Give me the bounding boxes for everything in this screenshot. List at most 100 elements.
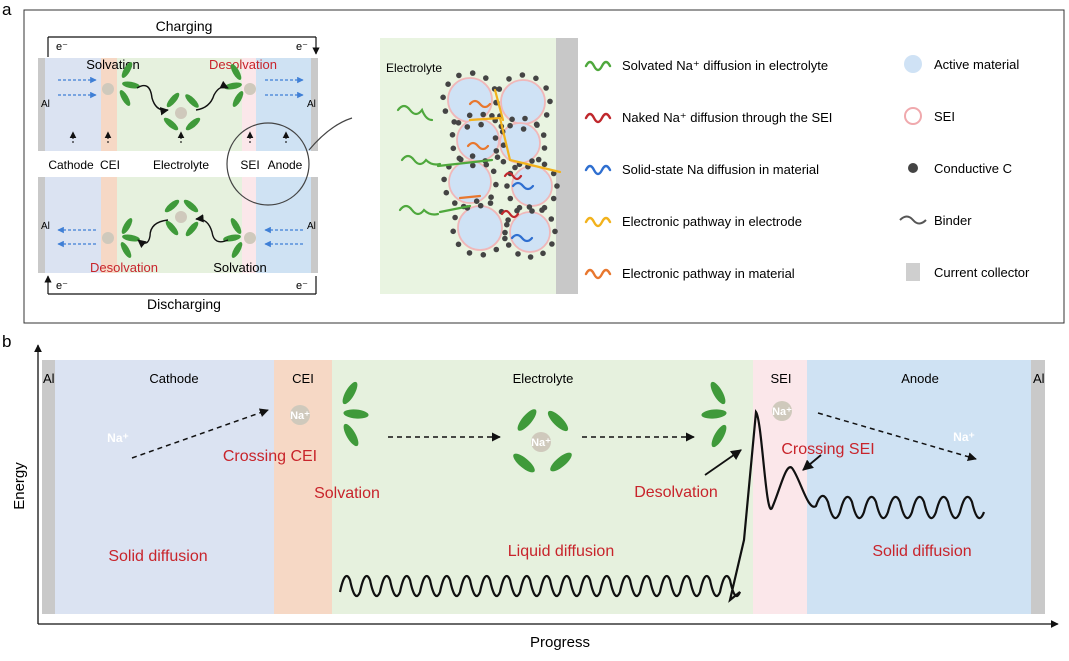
carbon-dot <box>451 119 458 125</box>
carbon-dot <box>550 195 557 202</box>
carbon-dot <box>505 217 511 223</box>
solvation-label: Solvation <box>314 485 380 502</box>
carbon-dot <box>512 164 518 171</box>
carbon-dot <box>455 241 462 248</box>
legend-item: Electronic pathway in material <box>584 266 795 281</box>
region-label-cei: CEI <box>292 371 314 386</box>
carbon-dot <box>489 113 495 119</box>
legend-label: Electronic pathway in electrode <box>622 214 802 229</box>
legend-item: Solvated Na⁺ diffusion in electrolyte <box>584 58 828 73</box>
carbon-dot <box>469 70 476 76</box>
anode-label-a: Anode <box>268 158 303 172</box>
carbon-dot <box>493 246 500 253</box>
zoom-electrolyte-label: Electrolyte <box>386 61 442 75</box>
zoom-circle <box>226 122 310 206</box>
carbon-dot <box>543 112 550 118</box>
crossing-cei-label: Crossing CEI <box>223 448 317 465</box>
desolvation-bottom: Desolvation <box>90 260 158 275</box>
carbon-dot <box>440 94 446 101</box>
region-al-right <box>1031 360 1045 614</box>
region-electrolyte <box>332 360 753 614</box>
carbon-dot <box>526 204 533 210</box>
carbon-dot <box>442 108 449 114</box>
carbon-dot <box>502 235 508 242</box>
carbon-dot <box>549 241 555 247</box>
legend-label: Solvated Na⁺ diffusion in electrolyte <box>622 58 828 73</box>
legend-label: Current collector <box>934 265 1030 280</box>
electron-label-tr: e⁻ <box>296 41 308 53</box>
carbon-dot <box>487 200 494 206</box>
carbon-dot <box>504 183 510 189</box>
carbon-dot <box>464 124 471 130</box>
carbon-dot <box>514 207 520 214</box>
carbon-dot <box>493 181 499 188</box>
electrolyte-label-a: Electrolyte <box>153 158 209 172</box>
carbon-dot <box>496 86 503 92</box>
electron-label-br: e⁻ <box>296 280 308 292</box>
carbon-dot <box>548 216 555 222</box>
carbon-dot <box>539 207 545 213</box>
energy-diagram: Energy Progress Al Cathode CEI Electroly… <box>11 344 1059 651</box>
carbon-dot <box>456 155 463 162</box>
region-anode <box>807 360 1031 614</box>
cell-schematic: Charging e⁻ e⁻ Al Al Solvation Desolvati… <box>38 18 353 312</box>
legend-item: Binder <box>899 213 972 228</box>
carbon-dot <box>470 162 476 169</box>
electrode-zoom: Electrolyte <box>380 38 578 294</box>
region-label-anode: Anode <box>901 371 939 386</box>
legend-symbol <box>904 55 922 73</box>
carbon-dot <box>480 252 487 258</box>
legend-swatch <box>584 164 612 176</box>
solid-diffusion-left: Solid diffusion <box>108 548 207 565</box>
carbon-dot <box>509 116 515 123</box>
legend-label: Solid-state Na diffusion in material <box>622 162 819 177</box>
legend-swatch <box>584 216 612 228</box>
region-label-al-right: Al <box>1033 371 1045 386</box>
na-electrolyte: Na⁺ <box>531 437 551 449</box>
carbon-dot <box>541 145 548 151</box>
legend-item: Solid-state Na diffusion in material <box>584 162 819 177</box>
carbon-dot <box>478 121 484 128</box>
legend-label: Electronic pathway in material <box>622 266 795 281</box>
panel-a-frame <box>23 9 1065 324</box>
al-bottom-left: Al <box>41 221 50 232</box>
carbon-dot <box>455 120 462 126</box>
carbon-dot <box>506 76 512 82</box>
carbon-dot <box>466 112 473 119</box>
carbon-dot <box>550 170 557 177</box>
carbon-dot <box>450 145 457 152</box>
carbon-dot <box>533 75 539 82</box>
carbon-dot <box>494 154 501 160</box>
carbon-dot <box>466 250 473 256</box>
carbon-dot <box>522 115 528 122</box>
region-cathode <box>55 360 274 614</box>
carbon-dot <box>504 221 510 228</box>
legend-label: Binder <box>934 213 972 228</box>
carbon-dot <box>441 176 447 183</box>
carbon-dot <box>477 202 484 209</box>
cei-label-a: CEI <box>100 158 120 172</box>
region-al-left <box>42 360 55 614</box>
carbon-dot <box>554 183 560 189</box>
na-cathode: Na⁺ <box>107 431 129 445</box>
al-top-left: Al <box>41 99 50 110</box>
region-label-electrolyte: Electrolyte <box>513 371 574 386</box>
carbon-dot <box>507 195 514 202</box>
crossing-sei-label: Crossing SEI <box>781 441 874 458</box>
region-label-cathode: Cathode <box>149 371 198 386</box>
region-label-al-left: Al <box>43 371 55 386</box>
carbon-dot <box>488 194 494 200</box>
carbon-dot <box>515 251 521 257</box>
carbon-dot <box>449 132 456 138</box>
carbon-dot <box>540 132 547 138</box>
carbon-dot <box>473 198 480 204</box>
solid-diffusion-right: Solid diffusion <box>872 543 971 560</box>
na-sei: Na⁺ <box>772 406 792 418</box>
x-axis-label: Progress <box>530 634 590 651</box>
carbon-dot <box>552 228 558 235</box>
legend-symbol <box>906 263 920 281</box>
carbon-dot <box>540 250 546 257</box>
legend-swatch <box>584 60 612 72</box>
na-cei: Na⁺ <box>290 410 310 422</box>
